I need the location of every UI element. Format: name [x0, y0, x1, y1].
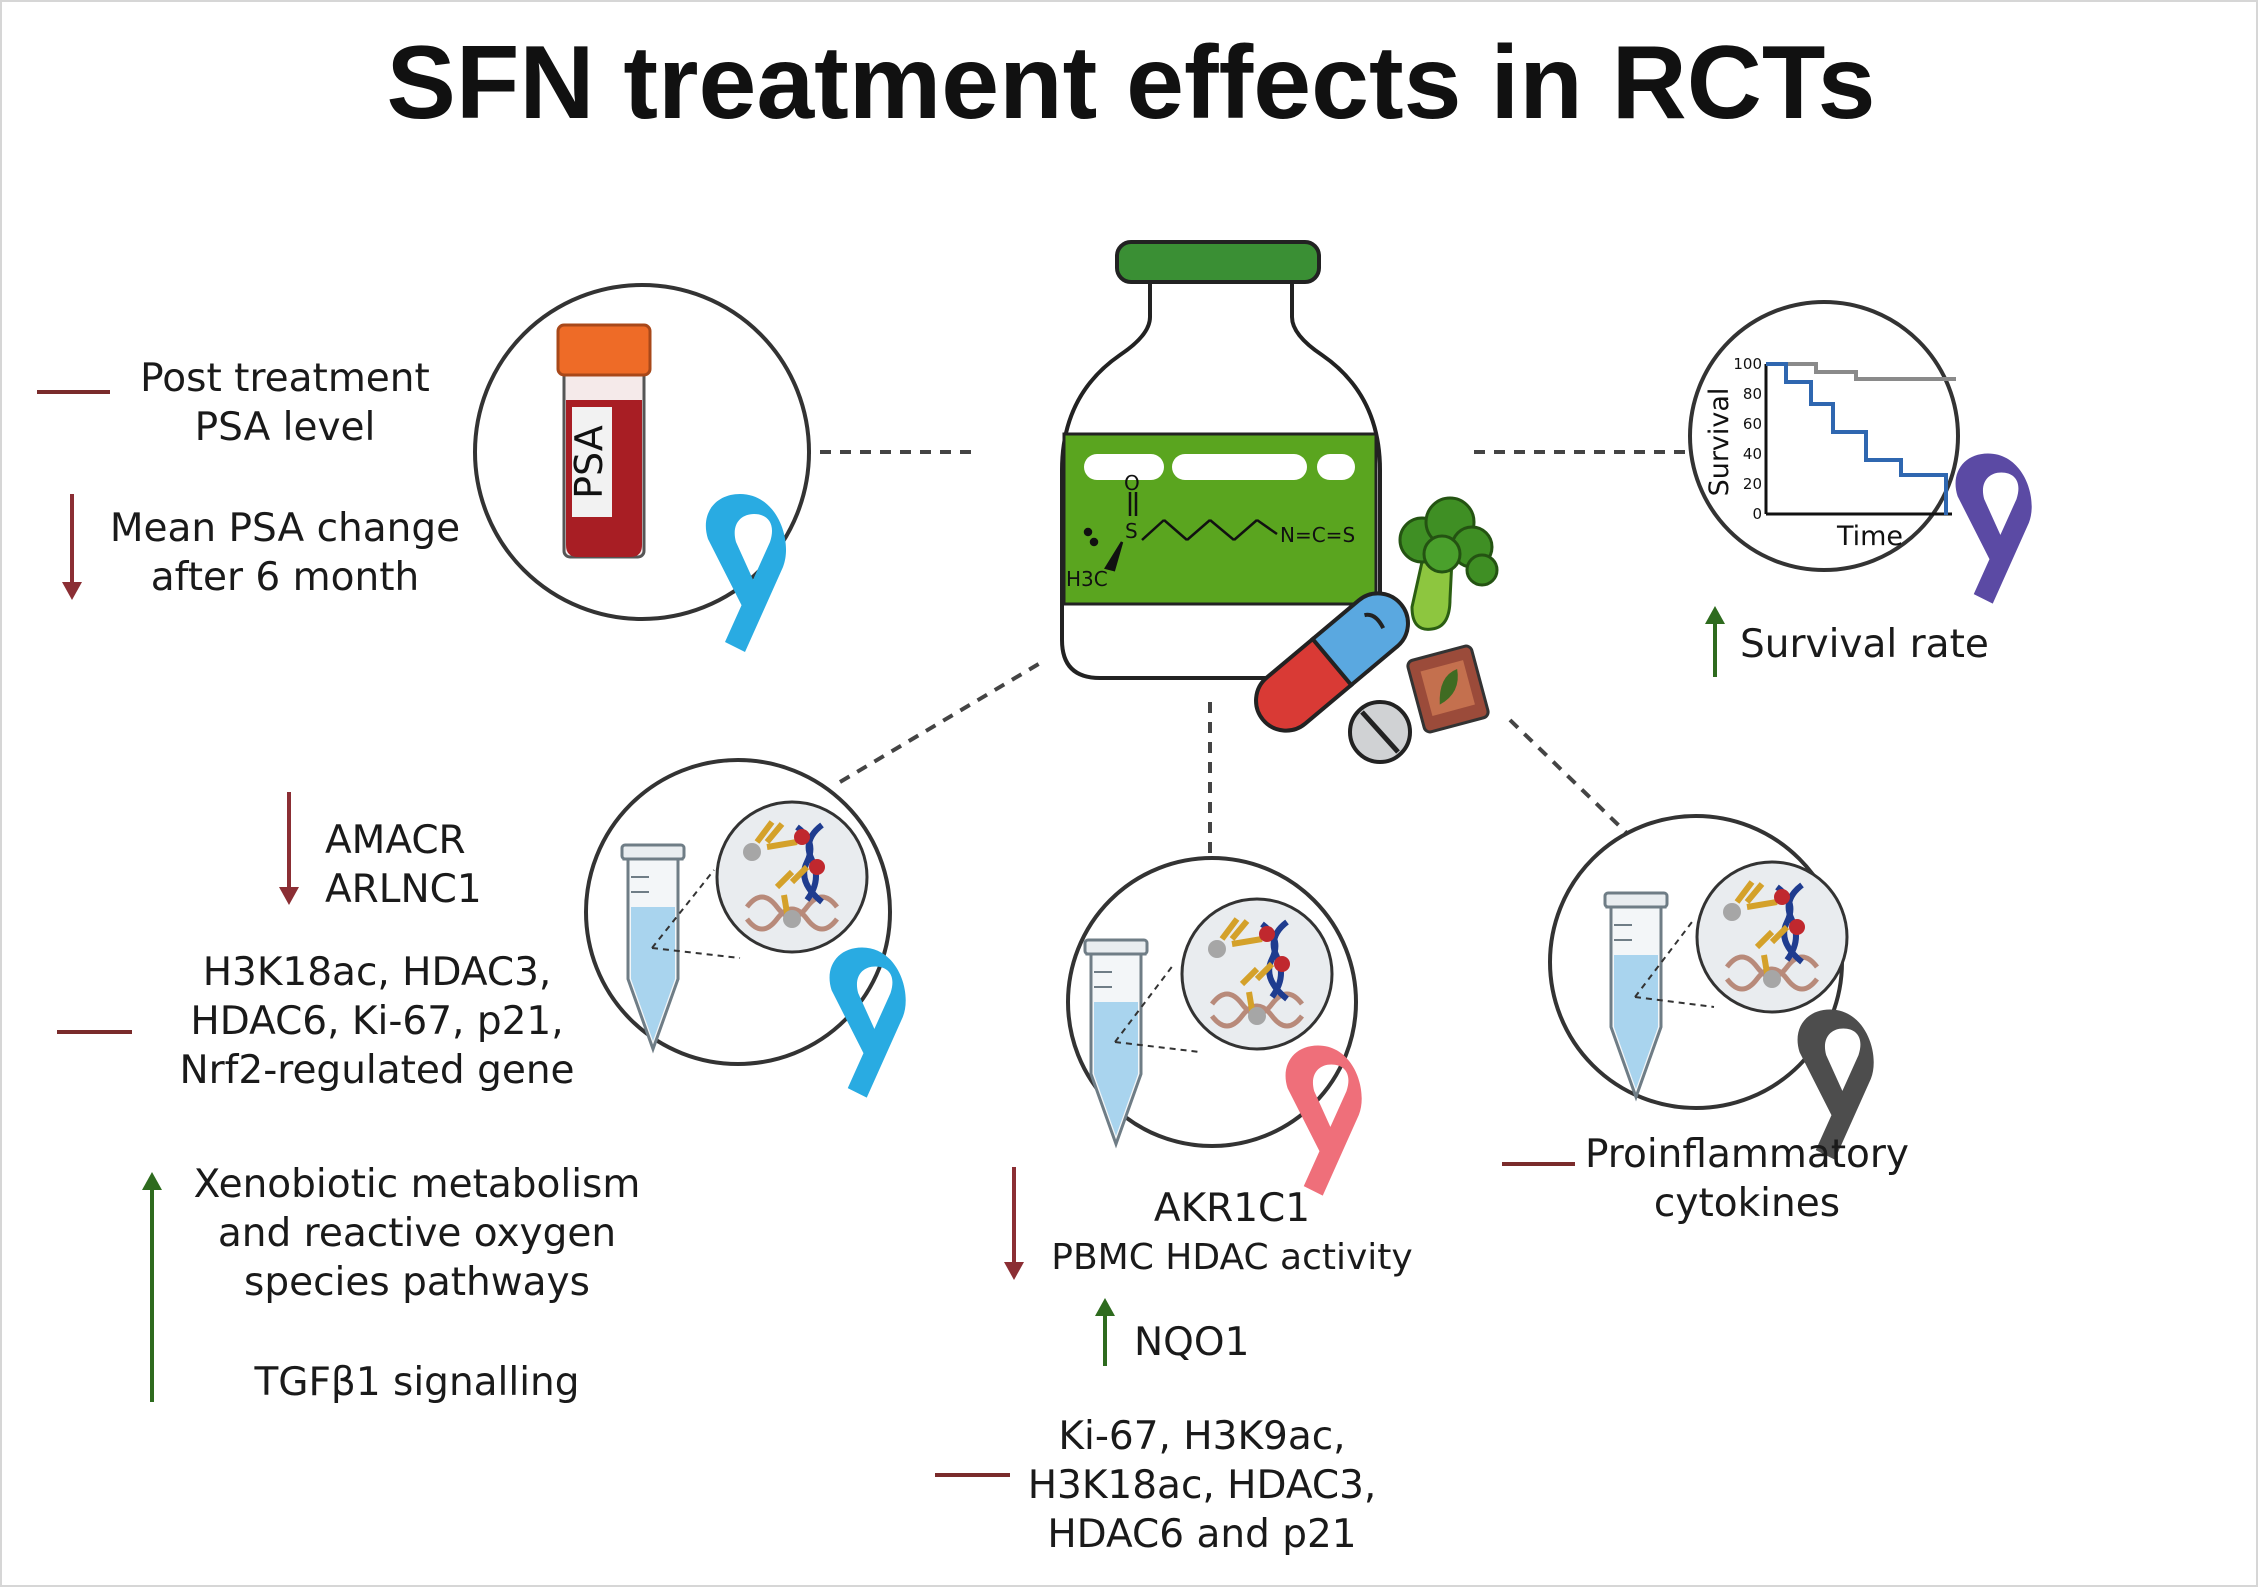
- survival-circle: [1688, 300, 1960, 572]
- connector-lines: [780, 450, 1692, 860]
- survival-increased-label: Survival rate: [1740, 622, 1989, 667]
- atom-oxygen: O: [1124, 471, 1140, 495]
- connector-inflammation: [1508, 718, 1640, 846]
- antibody-dna-icon: [1697, 862, 1847, 1012]
- up-arrow-icon: [1095, 1298, 1115, 1316]
- atom-sulfur: S: [1125, 519, 1138, 543]
- down-arrow-icon: [62, 582, 82, 600]
- tissue-increased-label-2: TGFβ1 signalling: [254, 1360, 580, 1405]
- tissue-no-change-label: H3K18ac, HDAC3,HDAC6, Ki-67, p21,Nrf2-re…: [179, 950, 575, 1093]
- isothiocyanate-group: N=C=S: [1280, 523, 1355, 547]
- purple-ribbon-icon: [1955, 453, 2032, 604]
- ytick-100: 100: [1733, 355, 1762, 373]
- up-arrow-icon: [1705, 606, 1725, 624]
- supplement-sachet-icon: [1406, 644, 1490, 734]
- blood-increased-label: NQO1: [1134, 1320, 1250, 1365]
- medicine-jar-icon: [1060, 240, 1382, 680]
- down-arrow-icon: [1004, 1262, 1024, 1280]
- tablet-icon: [1348, 700, 1412, 764]
- psa-tube-label: PSA: [567, 425, 611, 499]
- blood-no-change-label: Ki-67, H3K9ac,H3K18ac, HDAC3,HDAC6 and p…: [1027, 1414, 1377, 1557]
- ytick-60: 60: [1743, 415, 1762, 433]
- methyl-group: H3C: [1066, 567, 1108, 591]
- broccoli-icon: [1398, 496, 1499, 631]
- psa-blood-tube-icon: [556, 323, 652, 559]
- sulforaphane-structure-icon: [1083, 492, 1278, 572]
- ytick-40: 40: [1743, 445, 1762, 463]
- antibody-dna-icon: [1182, 899, 1332, 1049]
- ytick-80: 80: [1743, 385, 1762, 403]
- down-arrow-icon: [279, 887, 299, 905]
- survival-curve-icon: [1764, 362, 1956, 516]
- survival-ylabel: Survival: [1704, 388, 1735, 497]
- survival-xlabel: Time: [1836, 521, 1903, 552]
- ytick-0: 0: [1752, 505, 1762, 523]
- antibody-dna-icon: [717, 802, 867, 952]
- up-arrow-icon: [142, 1172, 162, 1190]
- figure-title: SFN treatment effects in RCTs: [386, 25, 1876, 141]
- chemical-labels: O S H3C N=C=S: [1066, 471, 1355, 591]
- survival-yticks: 0 20 40 60 80 100: [1733, 355, 1762, 523]
- connector-tissue: [838, 660, 1044, 784]
- effect-indicators: [37, 390, 1725, 1477]
- capsule-icon: [1254, 591, 1410, 733]
- ytick-20: 20: [1743, 475, 1762, 493]
